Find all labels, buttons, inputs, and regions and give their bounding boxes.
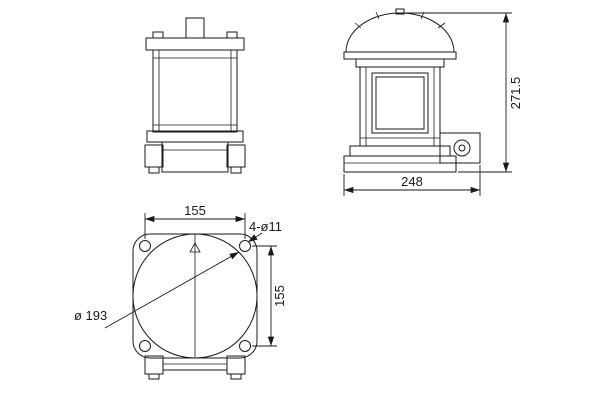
connector-circle [454, 140, 470, 156]
lens-frame [372, 73, 428, 133]
connector-dot [459, 145, 465, 151]
dim-text-overall-width: 248 [401, 174, 423, 189]
top-plate [146, 38, 244, 50]
dim-text-overall-height: 271.5 [508, 77, 523, 110]
orientation-mark [190, 243, 200, 252]
dome-screw-tick [355, 23, 361, 28]
plate-bolt-left [153, 32, 163, 38]
fresnel-lens [376, 77, 424, 129]
top-stud [186, 18, 204, 38]
cylinder-body [153, 50, 237, 132]
mounting-hole [140, 241, 151, 252]
bottom-view [133, 234, 257, 379]
gland-cap-right [231, 374, 241, 379]
base [344, 156, 456, 172]
leader-line [248, 233, 262, 242]
dim-text-hole-spacing-vertical: 155 [272, 285, 287, 307]
mounting-hole [140, 341, 151, 352]
label-text-diameter: ø 193 [74, 308, 107, 323]
cable-gland-left [145, 145, 163, 167]
cable-gland-right [227, 145, 245, 167]
dim-overall-width: 248 [344, 165, 480, 196]
mounting-hole [240, 241, 251, 252]
label-holes: 4-ø11 [248, 219, 282, 242]
dim-overall-height: 271.5 [404, 13, 523, 172]
dim-text-hole-spacing-horizontal: 155 [184, 203, 206, 218]
diameter-leader-line [105, 252, 239, 328]
label-text-holes: 4-ø11 [249, 219, 282, 234]
dome-screw-tick [376, 12, 379, 19]
dome-top-nub [396, 9, 404, 14]
mounting-hole [240, 341, 251, 352]
dim-hole-spacing-vertical: 155 [252, 246, 287, 346]
dome [346, 13, 454, 52]
side-view [344, 9, 480, 172]
gland-cap-right [231, 167, 241, 173]
cable-gland-right [227, 356, 245, 374]
base-flange [350, 146, 450, 156]
gland-cap-left [149, 374, 159, 379]
cable-gland-left [145, 356, 163, 374]
plate-bolt-right [227, 32, 237, 38]
base-box [162, 142, 228, 172]
gland-cap-left [149, 167, 159, 173]
side-connector-box [440, 133, 480, 163]
dome-screw-tick [438, 23, 445, 28]
label-diameter: ø 193 [74, 252, 239, 328]
lower-flange [147, 131, 243, 142]
neck [356, 59, 444, 67]
front-view [145, 18, 245, 173]
dim-hole-spacing-horizontal: 155 [145, 203, 245, 239]
dome-plate [344, 52, 456, 59]
